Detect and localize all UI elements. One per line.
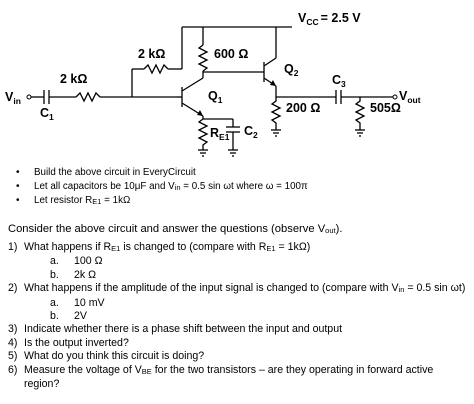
question-2-option-b: b.2V [50,310,87,323]
circuit-diagram: VCC= 2.5 V 2 kΩ 600 Ω Q2 200 Ω [5,11,421,157]
c2-label: C2 [244,124,258,140]
instruction-item: Let resistor RE1 = 1kΩ [14,194,464,209]
r-collector-resistor [197,44,264,78]
question-2-option-a: a.10 mV [50,296,105,309]
re1-label: RE1 [210,126,230,142]
r-input-label: 2 kΩ [60,72,87,86]
re1-resistor [197,116,233,157]
instruction-item: Let all capacitors be 10μF and Vin = 0.5… [14,180,464,195]
question-3: 3)Indicate whether there is a phase shif… [8,323,343,336]
question-5: 5)What do you think this circuit is doin… [8,350,205,363]
q1-label: Q1 [208,89,223,105]
question-4: 4)Is the output inverted? [8,336,129,349]
c3-label: C3 [332,73,346,89]
question-1: 1)What happens if RE1 is changed to (com… [8,241,311,253]
c3-capacitor [335,90,398,104]
instruction-item: Build the above circuit in EveryCircuit [14,166,464,180]
q1-transistor [176,77,204,117]
vout-label: Vout [399,89,421,105]
q2-label: Q2 [284,62,299,78]
vcc-label: VCC= 2.5 V [298,11,361,27]
vin-label: Vin [5,90,21,106]
input-wire [26,69,176,104]
r-base-top-resistor [132,48,183,75]
question-section: Consider the above circuit and answer th… [8,222,468,391]
r-load-label: 505Ω [370,101,401,115]
q2-emitter-wire [270,86,336,137]
c1-label: C1 [40,106,54,122]
vcc-rail [181,26,292,58]
question-1-option-a: a.100 Ω [50,255,103,268]
q2-transistor [263,57,277,87]
intro-text: Consider the above circuit and answer th… [8,223,343,235]
c2-capacitor [226,119,240,157]
r-emitter2-label: 200 Ω [286,101,320,115]
question-6: 6)Measure the voltage of VBE for the two… [8,363,434,391]
instruction-list: Build the above circuit in EveryCircuit … [14,166,464,209]
r-load-resistor [354,97,366,137]
question-1-option-b: b.2k Ω [50,268,97,281]
question-2: 2)What happens if the amplitude of the i… [8,282,466,295]
r-collector-label: 600 Ω [214,47,248,61]
r-base-top-label: 2 kΩ [138,47,165,61]
